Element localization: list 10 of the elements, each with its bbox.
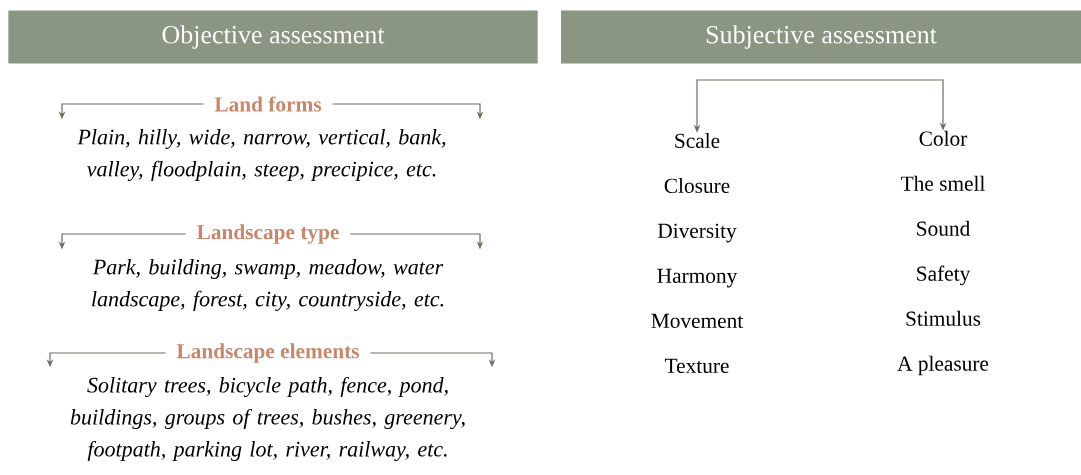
category-heading: Land forms	[214, 96, 322, 112]
header-bar: Subjective assessment	[561, 10, 1081, 64]
category-heading: Landscape elements	[176, 343, 360, 363]
header-bar: Objective assessment	[8, 10, 538, 64]
criteria-list: Color The smell Sound Safety Stimulus A pleasure	[897, 130, 989, 376]
description-text: Solitary trees, bicycle path, fence, pond, buildings, groups of trees, bushes, greenery, footpath, parking lot, river, railway, etc.	[70, 376, 465, 462]
criteria-list: Scale Closure Diversity Harmony Movement Texture	[651, 133, 744, 373]
category-heading: Landscape type	[196, 224, 339, 244]
description-text: Plain, hilly, wide, narrow, vertical, bank, valley, floodplain, steep, precipice, etc.	[77, 129, 446, 181]
description-text: Park, building, swamp, meadow, water landscape, forest, city, countryside, etc.	[92, 259, 444, 311]
